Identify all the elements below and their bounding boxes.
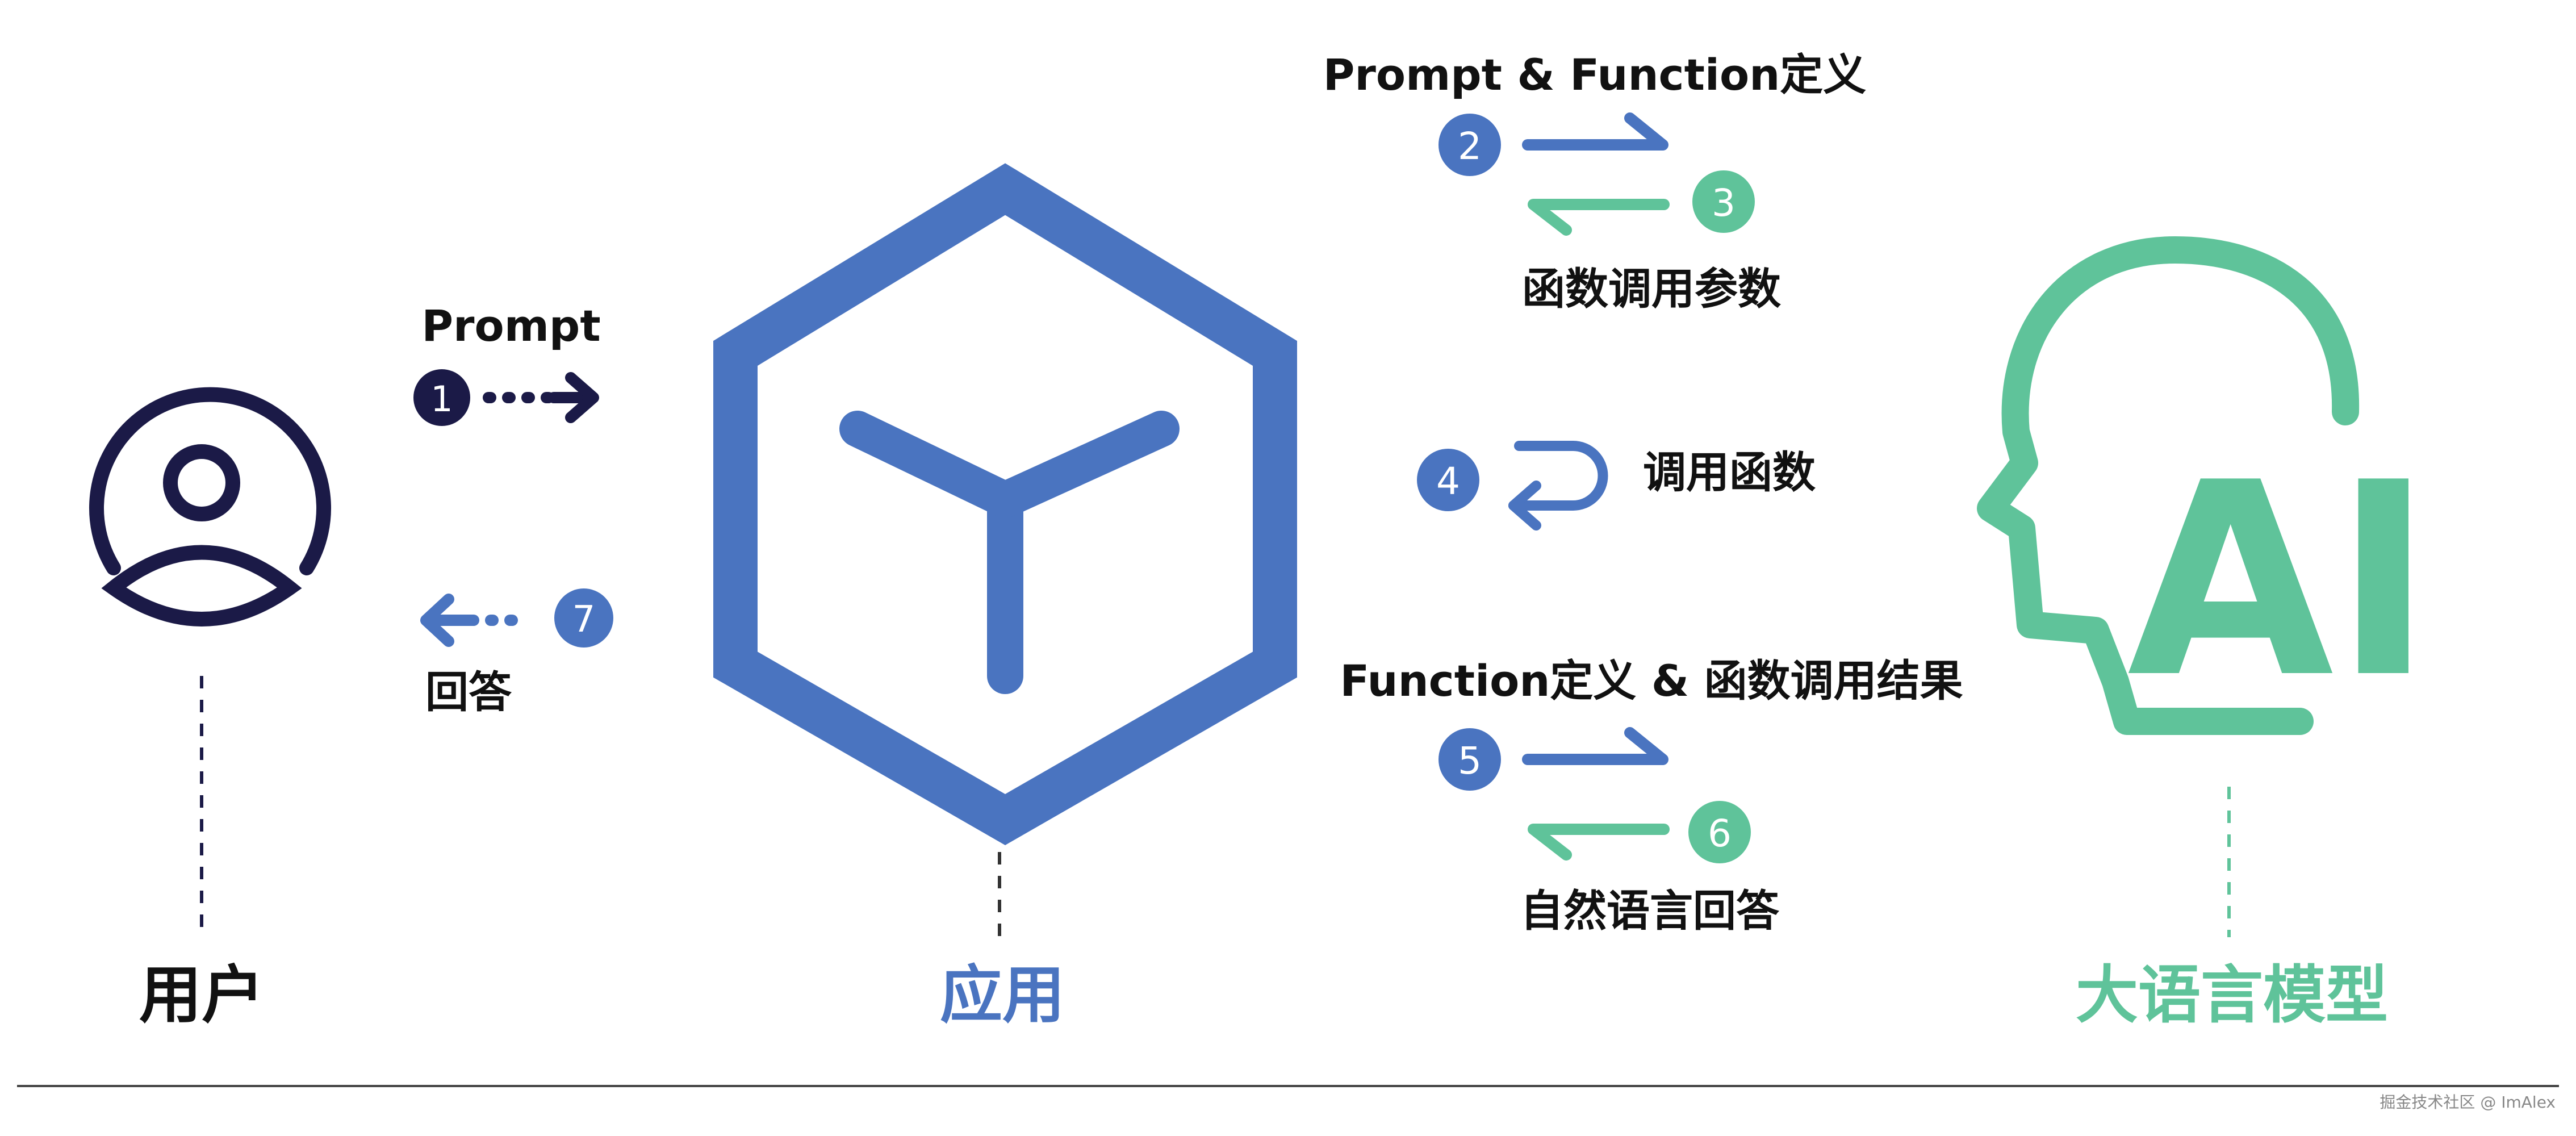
step-2-label: Prompt & Function定义 (1323, 49, 1867, 100)
step-6-label: 自然语言回答 (1520, 886, 1780, 936)
svg-text:7: 7 (572, 599, 596, 641)
step-5-label: Function定义 & 函数调用结果 (1340, 655, 1963, 706)
step-5-arrow (1522, 727, 1668, 765)
cube-icon (713, 163, 1297, 845)
svg-text:4: 4 (1436, 460, 1460, 503)
svg-text:5: 5 (1458, 739, 1482, 783)
step-3-badge: 3 (1692, 170, 1755, 233)
step-1-arrow (483, 372, 599, 423)
step-7-label: 回答 (425, 667, 512, 717)
llm-label: 大语言模型 (2076, 959, 2388, 1031)
step-4-label: 调用函数 (1643, 447, 1816, 498)
step-2-badge: 2 (1438, 114, 1501, 176)
step-6-badge: 6 (1688, 801, 1751, 863)
user-label: 用户 (139, 959, 264, 1031)
step-1-badge: 1 (413, 369, 470, 426)
step-3-arrow (1528, 199, 1670, 236)
user-icon (89, 387, 331, 627)
svg-text:1: 1 (430, 378, 453, 420)
step-5-badge: 5 (1438, 728, 1501, 791)
svg-text:2: 2 (1458, 124, 1482, 168)
step-1-label: Prompt (421, 300, 600, 351)
svg-text:3: 3 (1712, 181, 1736, 225)
step-6-arrow (1528, 824, 1670, 861)
step-4-loop-arrow (1508, 441, 1608, 531)
app-label: 应用 (940, 959, 1065, 1031)
step-7-arrow (420, 594, 531, 647)
step-4-badge: 4 (1417, 449, 1479, 511)
step-3-label: 函数调用参数 (1522, 264, 1781, 314)
svg-text:6: 6 (1708, 812, 1732, 855)
watermark-text: 掘金技术社区 @ ImAlex (2380, 1093, 2556, 1112)
ai-text: AI (2127, 425, 2433, 736)
ai-head-icon: AI (1977, 236, 2433, 736)
step-2-arrow (1522, 112, 1668, 151)
step-7-badge: 7 (554, 588, 613, 648)
